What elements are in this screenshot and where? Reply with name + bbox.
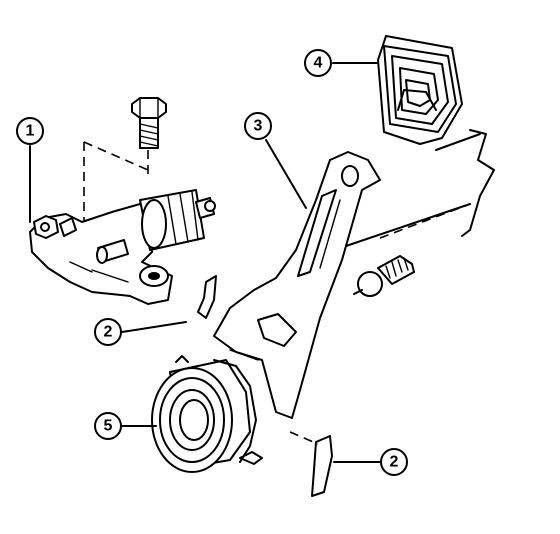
callout-5: 5 <box>94 412 122 440</box>
callout-4: 4 <box>304 49 332 77</box>
callout-4-label: 4 <box>314 55 323 72</box>
callout-1: 1 <box>16 117 44 145</box>
release-bearing <box>151 355 263 473</box>
callout-2-upper: 2 <box>94 318 122 346</box>
retainer-clip-lower <box>311 435 333 497</box>
callout-3: 3 <box>244 112 272 140</box>
slave-cylinder <box>29 97 216 305</box>
callout-2-lower: 2 <box>380 448 408 476</box>
dust-boot <box>377 35 463 145</box>
callout-5-label: 5 <box>104 418 113 435</box>
callout-1-label: 1 <box>26 123 35 140</box>
callout-2-lower-label: 2 <box>390 454 399 471</box>
mounting-bolt <box>131 97 167 149</box>
release-fork <box>213 151 381 419</box>
retainer-clip-upper <box>197 275 217 319</box>
callout-2-upper-label: 2 <box>104 324 113 341</box>
callout-3-label: 3 <box>254 118 263 135</box>
pivot-ball-stud <box>353 255 415 297</box>
